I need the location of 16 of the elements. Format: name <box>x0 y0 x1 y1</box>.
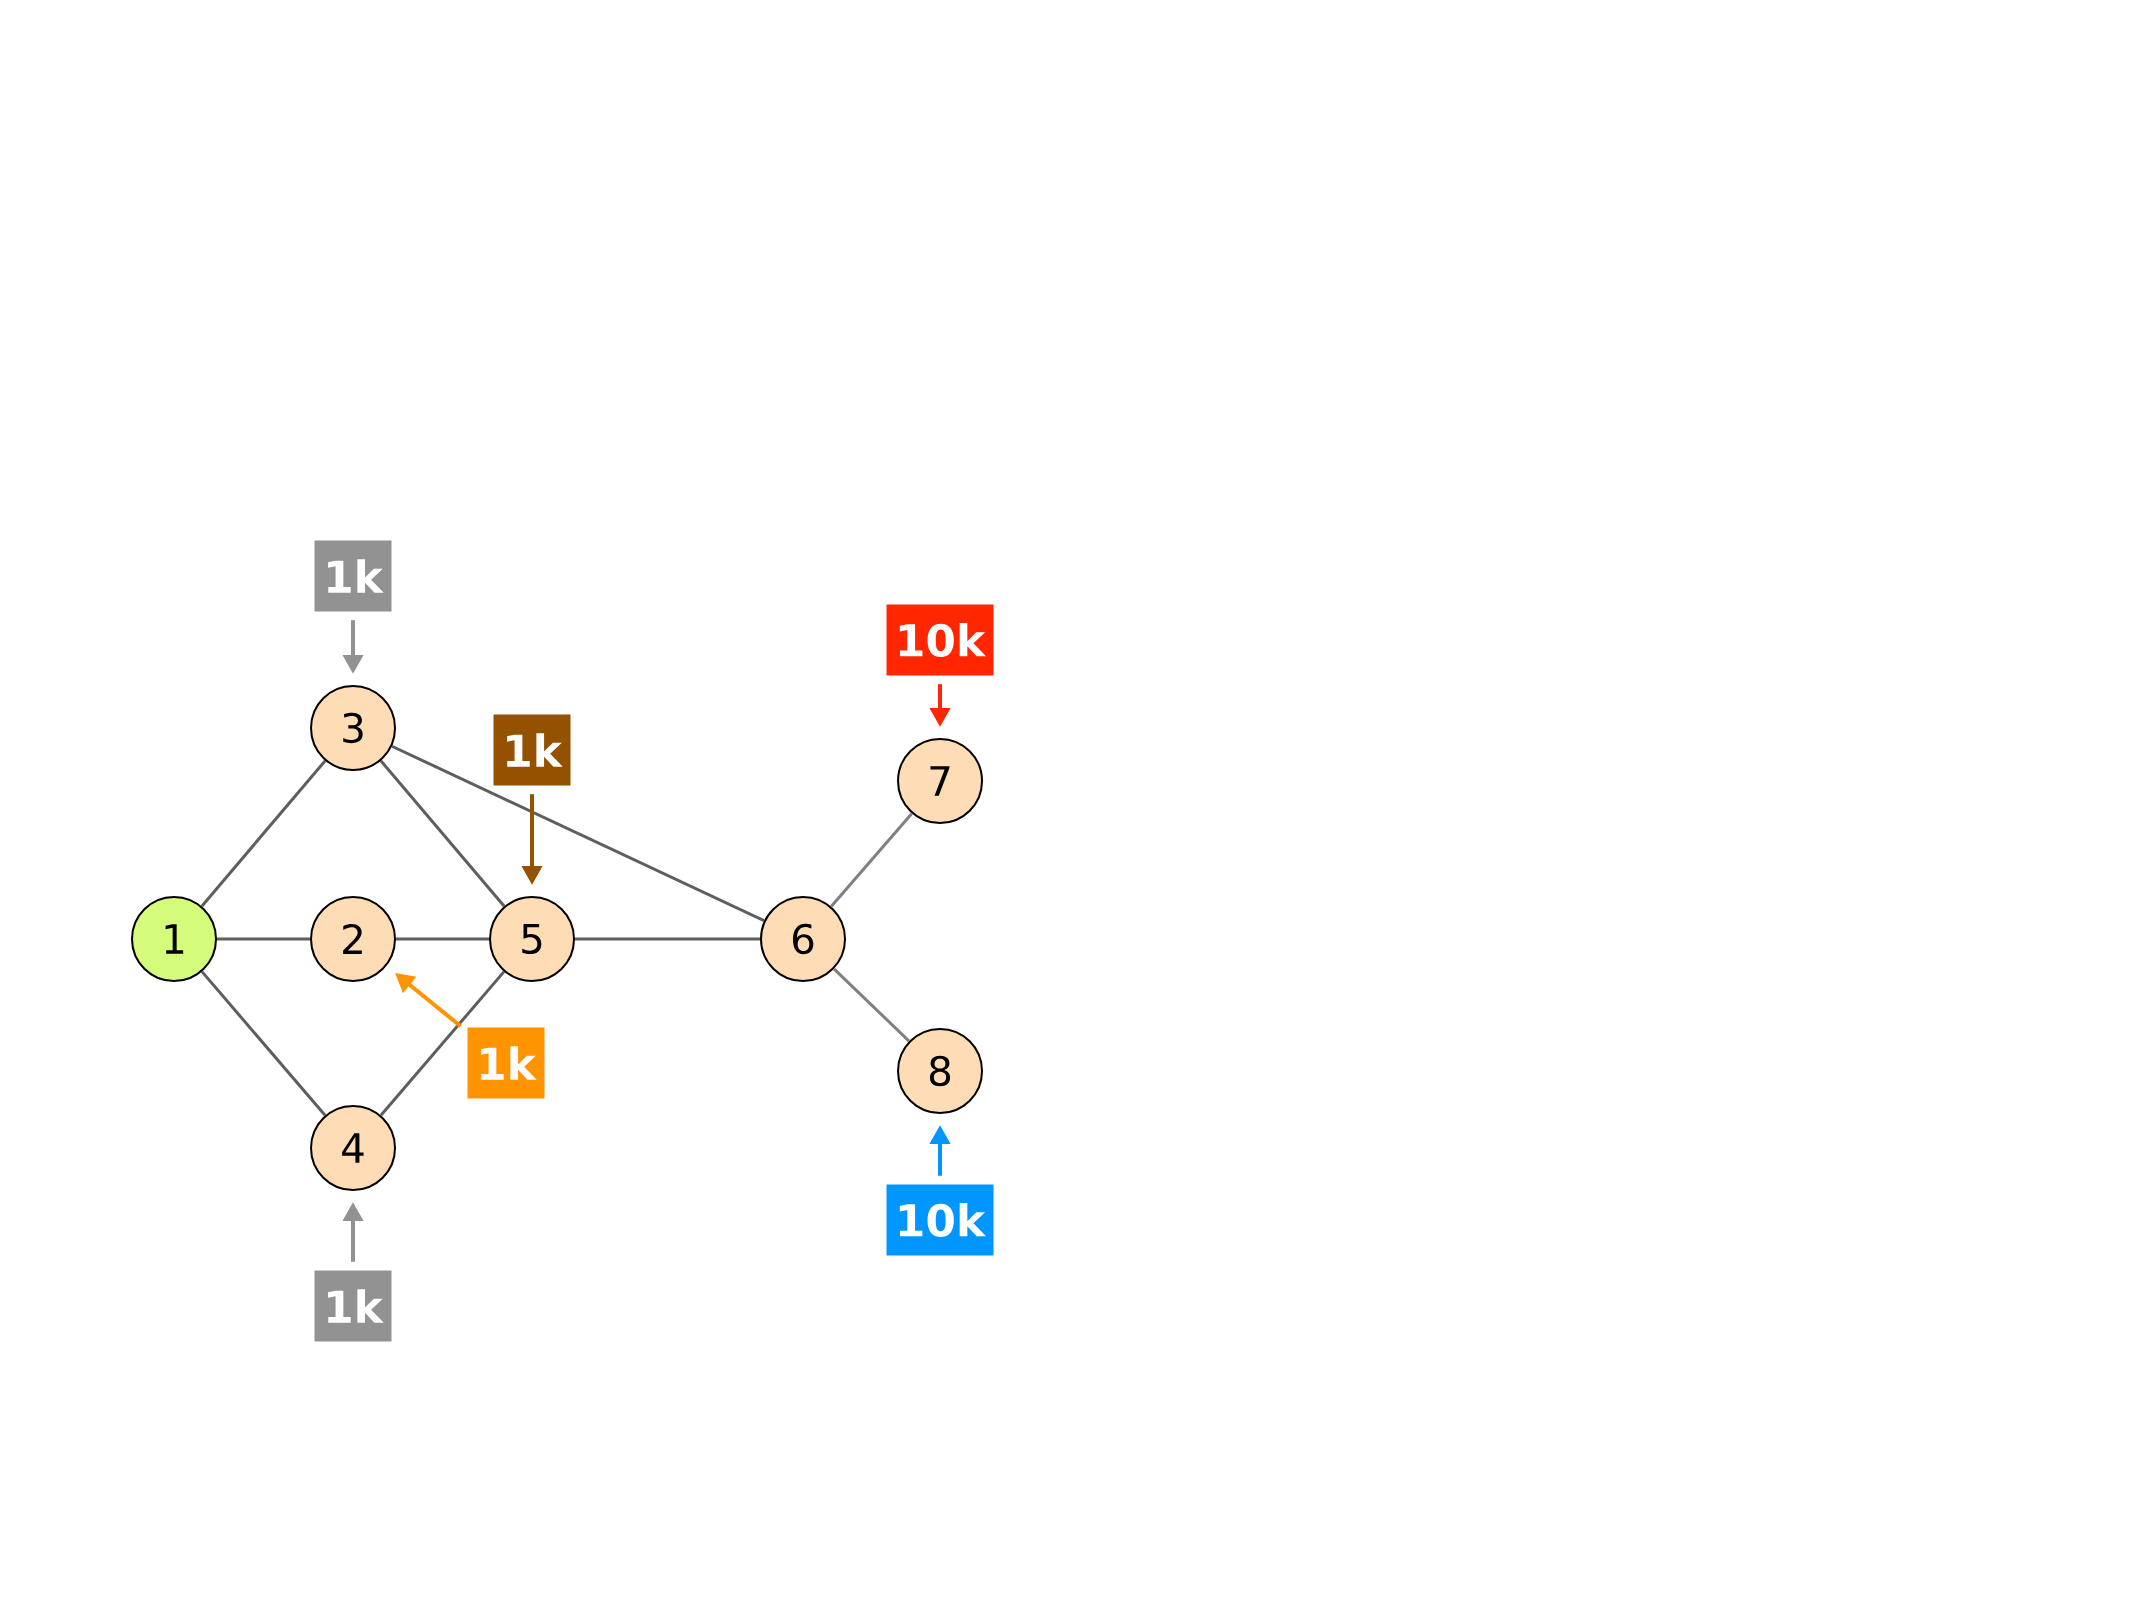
connector-line <box>200 759 327 908</box>
connector-line <box>379 759 506 908</box>
connector-line <box>200 970 327 1117</box>
connector-line <box>379 970 506 1117</box>
label-box: 1k <box>493 714 571 786</box>
label-box: 1k <box>314 540 392 612</box>
connector-line <box>832 967 911 1043</box>
connector-line <box>217 937 310 941</box>
connector-line <box>396 937 489 941</box>
label-box: 10k <box>886 604 994 676</box>
connector-line <box>575 937 760 941</box>
connector-line <box>830 812 913 908</box>
connector-line <box>391 744 765 923</box>
label-box: 1k <box>314 1270 392 1342</box>
label-box: 1k <box>467 1027 545 1099</box>
label-box: 10k <box>886 1184 994 1256</box>
